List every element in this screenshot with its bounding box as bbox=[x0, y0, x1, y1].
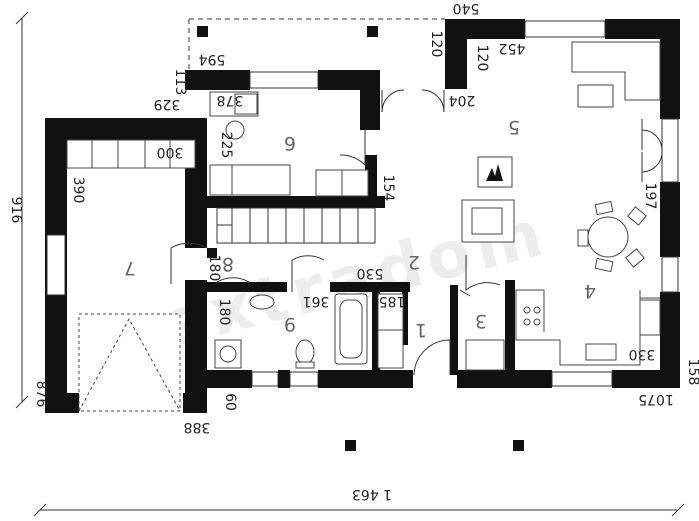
dim-r6-154: 154 bbox=[380, 175, 396, 202]
staircase bbox=[216, 207, 376, 244]
walls bbox=[45, 19, 680, 413]
dim-r5-197: 197 bbox=[642, 183, 658, 210]
dim-overall-height: 916 bbox=[8, 197, 24, 224]
room-number-8: 8 bbox=[222, 253, 234, 275]
doors bbox=[170, 89, 663, 376]
dim-bl-876: 876 bbox=[33, 381, 49, 408]
dim-r2-530: 530 bbox=[357, 265, 384, 281]
room-number-1: 1 bbox=[415, 319, 427, 341]
room-number-2: 2 bbox=[408, 251, 420, 273]
dim-br-1075: 1075 bbox=[638, 391, 674, 407]
dim-r6-378: 378 bbox=[217, 92, 244, 108]
dim-r9-361: 361 bbox=[303, 293, 330, 309]
dim-r8-180: 180 bbox=[206, 255, 222, 282]
terrace-column bbox=[197, 26, 208, 37]
dim-br-158: 158 bbox=[685, 359, 699, 386]
dim-r6-225: 225 bbox=[218, 132, 234, 159]
dim-top-540: 540 bbox=[453, 0, 480, 16]
terrace-outline bbox=[188, 18, 445, 70]
dim-bl-388: 388 bbox=[184, 419, 211, 435]
dim-r7-300: 300 bbox=[157, 144, 184, 160]
room-number-6: 6 bbox=[284, 132, 296, 154]
room-number-7: 7 bbox=[124, 257, 136, 279]
windows bbox=[46, 20, 679, 387]
porch-column bbox=[513, 440, 524, 451]
dim-r7-390: 390 bbox=[70, 177, 86, 204]
dim-r9-180: 180 bbox=[216, 299, 232, 326]
dim-top-120a: 120 bbox=[428, 31, 444, 58]
dim-r6-204: 204 bbox=[449, 92, 476, 108]
room-number-3: 3 bbox=[475, 310, 487, 332]
dim-top-594: 594 bbox=[199, 51, 226, 67]
dim-top-452: 452 bbox=[499, 40, 526, 56]
dim-left-329: 329 bbox=[154, 96, 181, 112]
room-number-9: 9 bbox=[284, 313, 296, 335]
dim-left-113: 113 bbox=[172, 69, 188, 96]
dim-r1-185: 185 bbox=[379, 293, 406, 309]
room-number-5: 5 bbox=[508, 116, 520, 138]
dim-top-120b: 120 bbox=[474, 45, 490, 72]
dimension-labels: 540 594 120 120 452 113 329 378 225 154 … bbox=[8, 0, 699, 502]
furniture bbox=[66, 41, 661, 412]
dim-r4-330: 330 bbox=[629, 346, 656, 362]
overall-dimension-lines bbox=[15, 11, 685, 517]
dim-overall-width: 1 463 bbox=[352, 486, 392, 502]
fireplace-flame-icon bbox=[486, 164, 503, 181]
porch-column bbox=[345, 440, 356, 451]
dim-bl-60: 60 bbox=[222, 393, 238, 411]
room-numbers: 1 2 3 4 5 6 7 8 9 bbox=[124, 116, 596, 341]
terrace-column bbox=[367, 26, 378, 37]
room-number-4: 4 bbox=[584, 280, 596, 302]
